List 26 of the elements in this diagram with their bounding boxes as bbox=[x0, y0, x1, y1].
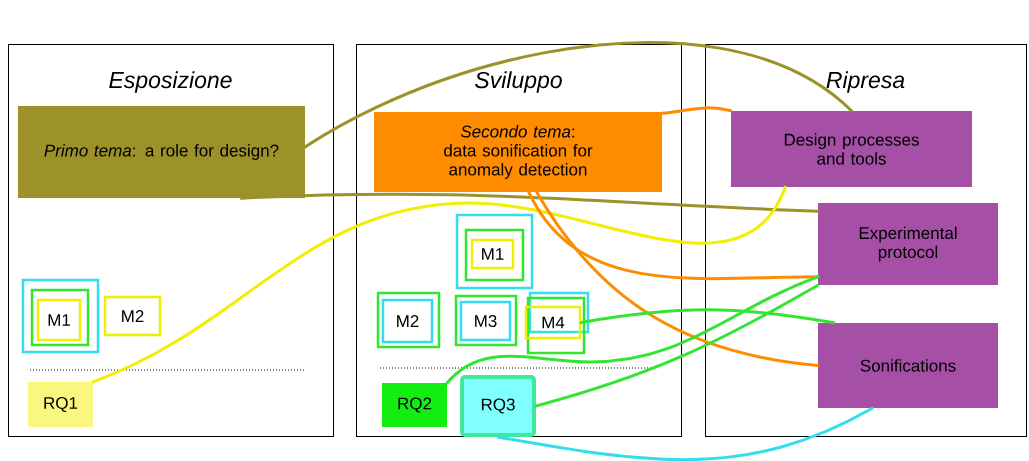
method-box: M4 bbox=[524, 291, 590, 355]
topic-box: Design processes and tools bbox=[731, 111, 972, 187]
connector-curve bbox=[91, 185, 787, 384]
topic-box: Secondo tema: data sonification for anomaly detection bbox=[374, 112, 662, 192]
connector-curve bbox=[535, 190, 820, 367]
topic-box: Primo tema: a role for design? bbox=[18, 106, 305, 198]
method-box: M3 bbox=[454, 294, 518, 347]
connector-curve bbox=[445, 275, 820, 385]
question-box: RQ3 bbox=[460, 375, 536, 437]
method-box: M2 bbox=[376, 291, 441, 349]
question-box: RQ1 bbox=[28, 382, 93, 427]
connector-curve bbox=[240, 41, 853, 200]
panel-title: Ripresa bbox=[826, 71, 905, 93]
panel-title: Sviluppo bbox=[475, 71, 562, 93]
connector-curve bbox=[534, 283, 820, 408]
panel-title: Esposizione bbox=[109, 71, 232, 93]
topic-box: Experimental protocol bbox=[818, 203, 998, 285]
method-box: M1 bbox=[455, 213, 534, 290]
question-box: RQ2 bbox=[382, 383, 447, 427]
connector-curve bbox=[660, 106, 733, 115]
connector-curve bbox=[579, 308, 836, 325]
connector-curve bbox=[527, 190, 820, 281]
method-box: M1 bbox=[21, 278, 100, 354]
connector-curve bbox=[240, 192, 820, 213]
method-box: M2 bbox=[103, 295, 162, 337]
topic-box: Sonifications bbox=[818, 323, 998, 408]
